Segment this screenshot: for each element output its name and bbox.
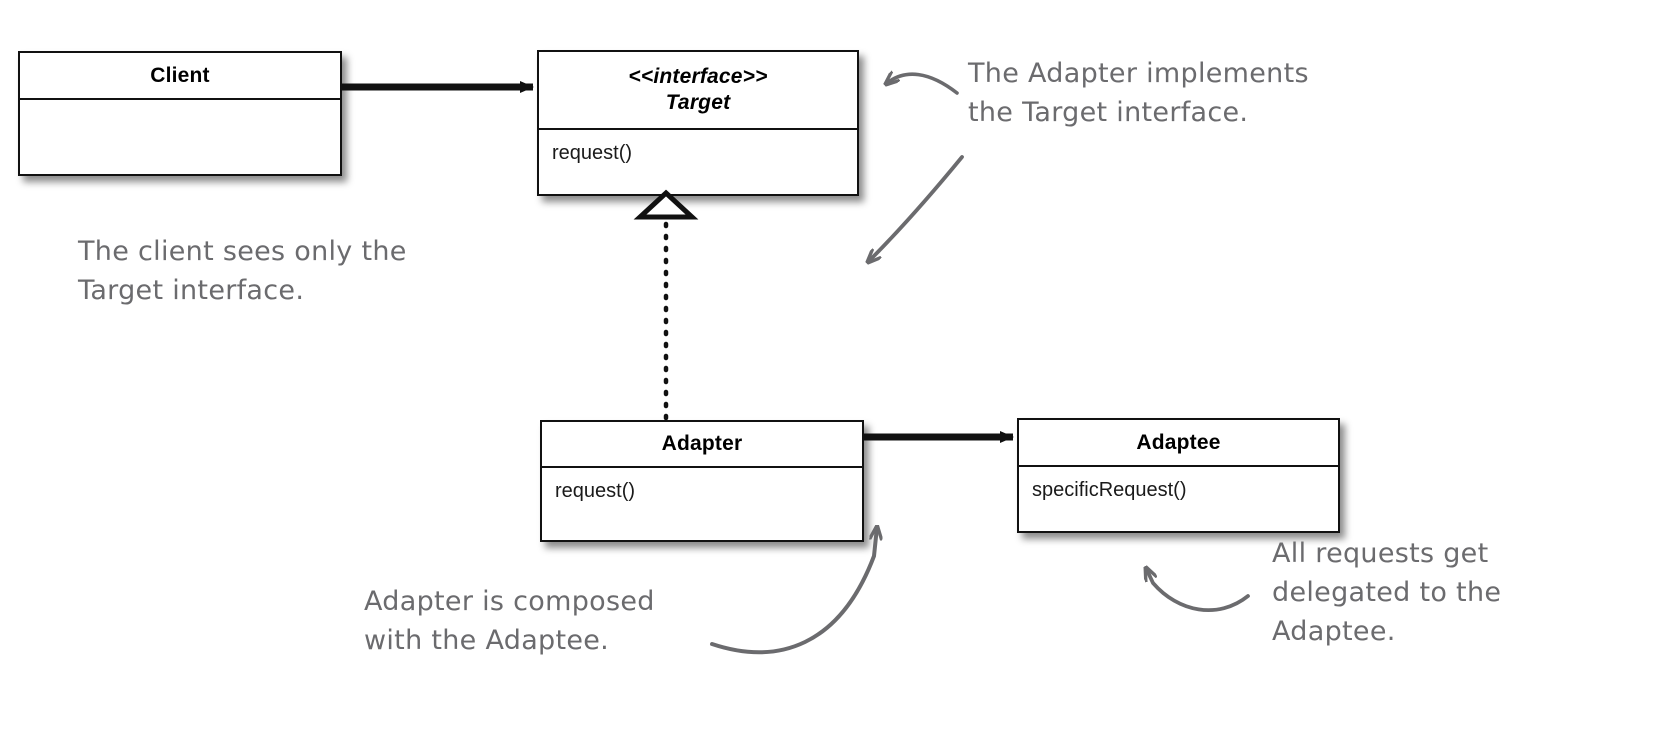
note-pointer-delegated: [1146, 568, 1250, 612]
target-class-header: <<interface>> Target: [539, 52, 857, 130]
note-adapter-composed-with-adaptee: Adapter is composed with the Adaptee.: [364, 586, 655, 657]
note-pointer-adapter-implements-long: [868, 155, 964, 262]
note-client-sees-target: The client sees only the Target interfac…: [78, 236, 407, 307]
uml-class-adaptee[interactable]: Adaptee specificRequest(): [1017, 418, 1340, 533]
uml-class-target[interactable]: <<interface>> Target request(): [537, 50, 859, 196]
uml-class-adapter[interactable]: Adapter request(): [540, 420, 864, 542]
uml-class-client[interactable]: Client: [18, 51, 342, 176]
adapter-class-name: Adapter: [542, 422, 862, 468]
note-adapter-implements-target: The Adapter implements the Target interf…: [968, 58, 1309, 129]
target-class-name: Target: [665, 91, 731, 114]
hollow-triangle-icon: [633, 189, 699, 220]
target-stereotype: <<interface>>: [628, 65, 768, 89]
target-members: request(): [552, 142, 633, 164]
note-pointer-adapter-implements-short: [886, 74, 959, 95]
client-members: [20, 100, 340, 112]
client-class-name: Client: [20, 53, 340, 100]
adapter-members: request(): [555, 480, 636, 502]
adaptee-members: specificRequest(): [1032, 479, 1187, 501]
note-pointer-composed: [710, 527, 877, 655]
adaptee-class-name: Adaptee: [1019, 420, 1338, 467]
note-requests-delegated: All requests get delegated to the Adapte…: [1272, 538, 1502, 648]
